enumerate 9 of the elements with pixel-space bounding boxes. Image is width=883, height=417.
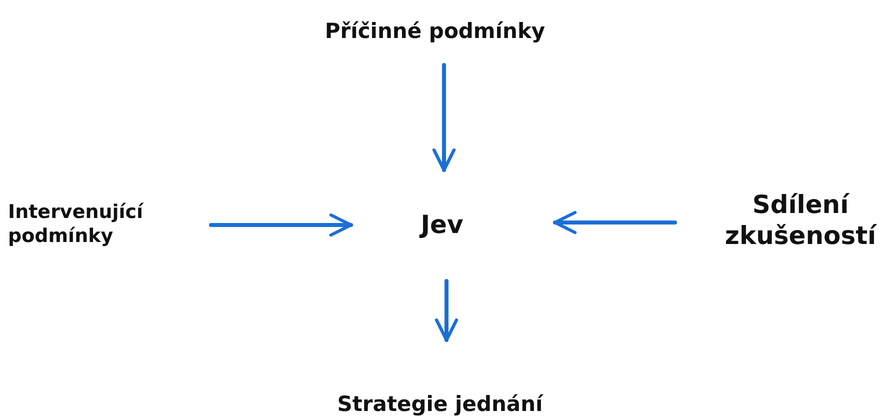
arrow (432, 63, 456, 172)
arrow (434, 279, 458, 342)
node-label: Sdílení zkušeností (724, 188, 878, 252)
node-label: Jev (420, 209, 464, 241)
node-label: Příčinné podmínky (324, 18, 546, 44)
node-label: Strategie jednání (337, 390, 543, 417)
arrow (553, 210, 677, 234)
node-label: Intervenující podmínky (8, 201, 145, 249)
arrow (209, 213, 353, 237)
